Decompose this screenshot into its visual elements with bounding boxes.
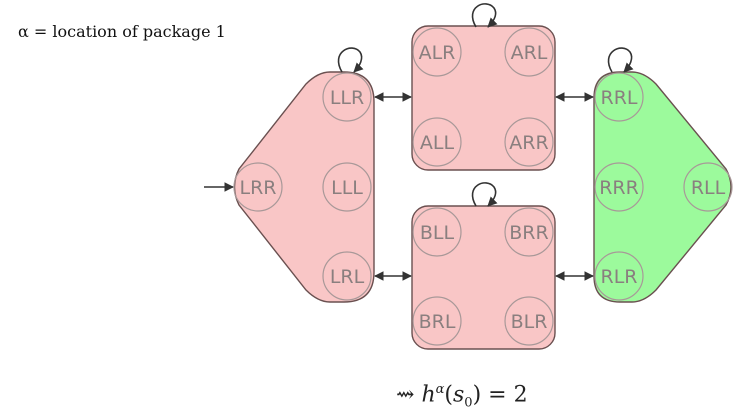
bottom-cluster-shape (411, 205, 556, 350)
state-LLR: LLR (322, 72, 372, 122)
state-ARL: ARL (504, 27, 554, 77)
state-circle (594, 162, 644, 212)
state-BLL: BLL (412, 207, 462, 257)
state-label: LLR (330, 87, 364, 109)
state-RLL: RLL (683, 162, 733, 212)
state-label: BLL (420, 222, 455, 244)
state-label: ARL (511, 42, 548, 64)
self-loop-top (471, 3, 498, 28)
state-label: BLR (511, 311, 548, 333)
formula-close: ) (472, 382, 482, 408)
state-label: LRR (240, 177, 277, 199)
state-label: RLR (601, 266, 638, 288)
state-circle (504, 207, 554, 257)
state-circle (504, 296, 554, 346)
state-circle (412, 296, 462, 346)
self-loop-right (607, 47, 634, 73)
state-circle (322, 72, 372, 122)
state-label: RRR (599, 177, 639, 199)
heuristic-formula: ⇝ hα(s0) = 2 (396, 382, 528, 411)
state-label: ARR (509, 132, 548, 154)
state-label: ALL (420, 132, 455, 154)
top-cluster: ALR ARL ALL ARR (411, 25, 556, 171)
state-circle (322, 251, 372, 301)
state-BLR: BLR (504, 296, 554, 346)
state-circle (322, 162, 372, 212)
state-label: ALR (419, 42, 456, 64)
formula-eq: = 2 (488, 382, 528, 408)
state-ALR: ALR (412, 27, 462, 77)
state-LRL: LRL (322, 251, 372, 301)
self-loops (337, 3, 634, 207)
state-RRR: RRR (594, 162, 644, 212)
state-BRR: BRR (504, 207, 554, 257)
leadsto-arrow: ⇝ (396, 382, 415, 408)
state-LLL: LLL (322, 162, 372, 212)
formula-h: h (421, 382, 436, 408)
left-cluster: LLR LRR LLL LRL (233, 71, 375, 303)
state-BRL: BRL (412, 296, 462, 346)
formula-open: ( (444, 382, 453, 408)
state-RRL: RRL (594, 72, 644, 122)
right-cluster-shape (593, 71, 732, 303)
state-RLR: RLR (594, 251, 644, 301)
left-cluster-shape (233, 71, 375, 303)
caption-text: α = location of package 1 (18, 22, 226, 41)
right-cluster: RRL RRR RLL RLR (593, 71, 733, 303)
state-circle (504, 117, 554, 167)
state-LRR: LRR (233, 162, 283, 212)
state-circle (412, 207, 462, 257)
bottom-cluster: BLL BRR BRL BLR (411, 205, 556, 350)
state-label: RRL (601, 87, 638, 109)
state-circle (412, 27, 462, 77)
state-label: BRR (509, 222, 548, 244)
state-circle (594, 72, 644, 122)
state-label: LLL (331, 177, 363, 199)
formula-s: s (452, 382, 465, 408)
state-circle (683, 162, 733, 212)
formula-sup: α (435, 382, 445, 397)
state-ALL: ALL (412, 117, 462, 167)
state-ARR: ARR (504, 117, 554, 167)
formula-sub: 0 (464, 395, 473, 411)
state-circle (233, 162, 283, 212)
self-loop-left (337, 47, 364, 73)
state-label: RLL (691, 177, 726, 199)
state-label: BRL (419, 311, 456, 333)
state-label: LRL (330, 266, 365, 288)
state-circle (594, 251, 644, 301)
transitions (204, 92, 594, 281)
self-loop-bottom (471, 182, 498, 207)
state-circle (504, 27, 554, 77)
top-cluster-shape (411, 25, 556, 171)
state-circle (412, 117, 462, 167)
